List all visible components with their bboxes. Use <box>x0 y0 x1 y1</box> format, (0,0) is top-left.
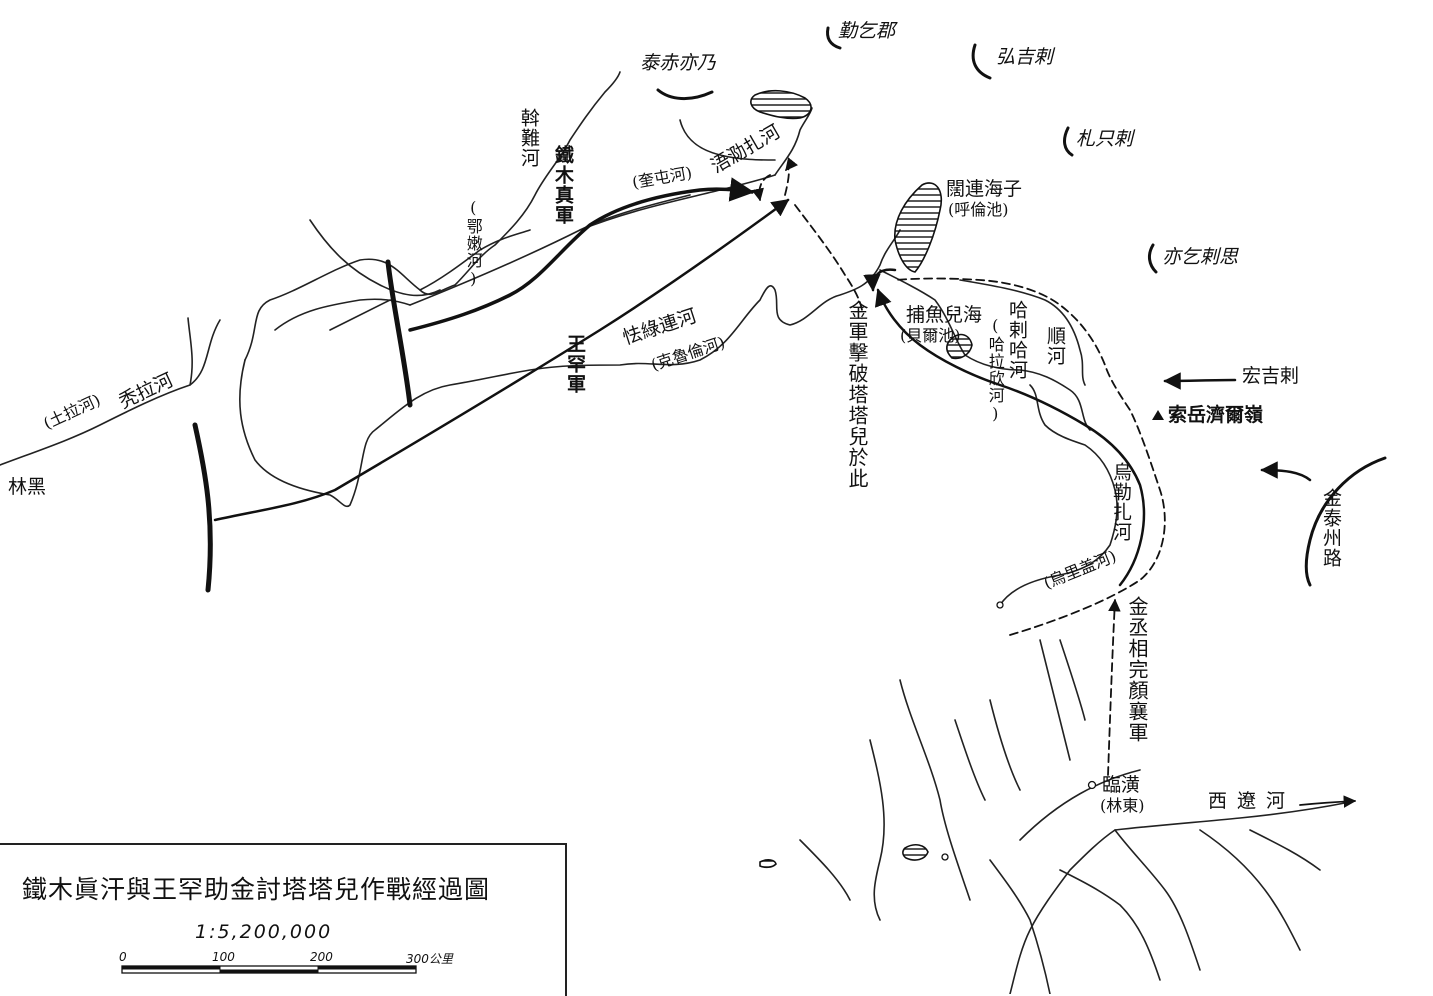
wang-khan-front-line <box>192 422 213 593</box>
south-lake-small <box>759 859 777 869</box>
south-river-7 <box>1249 829 1321 871</box>
kerulen-branch-2 <box>274 298 411 331</box>
kerulen-basin-outline <box>239 229 901 508</box>
label-linhuang: 臨潢 <box>1102 774 1141 796</box>
wang-khan-route <box>213 198 790 522</box>
kerulen-branch-3 <box>329 299 391 331</box>
label-linhuang-paren: (林東) <box>1100 796 1145 815</box>
onon-branch <box>419 229 531 291</box>
tribe-arc-hongjila <box>971 43 992 80</box>
label-heilin: 林黑 <box>8 476 47 498</box>
scale-bar <box>121 965 417 974</box>
linhuang-marker <box>1087 780 1097 790</box>
west-river-g <box>799 839 851 901</box>
label-hongjila-arrow: 宏吉剌 <box>1242 365 1300 387</box>
label-ulz-river: 烏勒扎河 <box>1109 462 1132 542</box>
wanyan-route <box>1107 598 1121 776</box>
south-river-3 <box>1059 869 1161 981</box>
label-yiqilisi: 亦乞剌思 <box>1162 246 1239 268</box>
north-lake <box>750 89 812 120</box>
label-buir-paren: (貝爾池) <box>900 326 961 345</box>
west-river-a <box>899 679 971 901</box>
liao-river-line <box>1114 801 1351 831</box>
ulz-river-line <box>999 384 1118 606</box>
label-halaha-river: 哈剌哈河 <box>1005 300 1028 380</box>
buir-lake <box>946 333 973 360</box>
kerulen-upper-branch <box>309 219 441 297</box>
jin-taizhou-arrow <box>1260 461 1312 482</box>
south-river-1 <box>1009 829 1116 994</box>
label-jin-taizhou: 金泰州路 <box>1319 488 1342 568</box>
kuiten-lower-branch <box>579 194 691 231</box>
scale-tick-100: 100 <box>212 950 235 964</box>
tribe-arc-zhalaier <box>1063 126 1074 157</box>
map-title: 鐵木眞汗與王罕助金討塔塔兒作戰經過圖 <box>22 875 491 904</box>
label-hongjila: 弘吉剌 <box>996 46 1054 68</box>
label-kulun-paren: (呼倫池) <box>948 200 1009 219</box>
jin-route-dashed <box>784 157 799 196</box>
tula-tributary-line <box>187 317 193 386</box>
label-suoyuelji: 索岳濟爾嶺 <box>1168 404 1264 426</box>
west-river-c <box>989 699 1021 791</box>
zhabo-branch <box>679 119 776 161</box>
ulz-source-marker <box>996 601 1004 609</box>
south-point-marker <box>941 853 949 861</box>
scale-tick-300: 300公里 <box>406 952 453 966</box>
halaha-river-line <box>879 269 1091 431</box>
south-river-5 <box>1019 769 1141 841</box>
label-qilejia: 勤乞郡 <box>838 20 896 42</box>
label-onon-river: 斡難河 <box>517 108 540 168</box>
scale-tick-200: 200 <box>310 950 333 964</box>
kerulen-river-line <box>244 258 456 361</box>
tribe-arc-taichiut <box>656 88 714 100</box>
west-river-b <box>954 719 986 801</box>
label-liao-river: 西遼河 <box>1208 790 1296 812</box>
hongjila-arrow <box>1163 372 1237 390</box>
shun-river-line <box>959 279 1086 386</box>
label-jin-defeat: 金軍擊破塔塔兒於此 <box>845 300 869 489</box>
label-onon-paren: (鄂嫩河) <box>463 198 483 289</box>
tribe-arc-yiqilisi <box>1147 243 1158 274</box>
south-river-6 <box>1199 829 1301 951</box>
tula-river-line <box>0 319 221 466</box>
temujin-return <box>751 174 771 202</box>
west-river-f <box>869 739 885 921</box>
temujin-front-line <box>385 259 413 408</box>
south-river-4 <box>989 859 1051 994</box>
south-lake <box>902 843 929 861</box>
label-wang-khan-army: 王罕軍 <box>563 334 586 394</box>
label-halaha-paren: (哈拉欣河) <box>985 316 1005 424</box>
tribe-arc-qilejia <box>826 26 842 50</box>
label-temujin-army: 鐵木真軍 <box>551 145 574 225</box>
tatar-retreat-dashed <box>794 204 863 311</box>
scale-ratio: 1:5,200,000 <box>195 921 333 943</box>
scale-tick-0: 0 <box>119 950 127 964</box>
onon-river-line <box>454 71 621 286</box>
tatar-turn-arrow <box>863 268 897 292</box>
west-river-e <box>1059 639 1086 721</box>
label-zhalaier: 札只剌 <box>1076 128 1134 150</box>
zhabo-river-line <box>774 107 813 176</box>
label-wanyan-army: 金丞相完顏襄軍 <box>1125 596 1149 743</box>
label-shun-river: 順河 <box>1043 326 1066 366</box>
label-taichiut: 泰赤亦乃 <box>640 52 717 74</box>
label-kulun-lake: 闊連海子 <box>946 178 1023 200</box>
liao-outflow-arrow <box>1299 795 1357 808</box>
west-river-d <box>1039 639 1071 761</box>
mountain-marker <box>1152 410 1164 420</box>
jin-main-route <box>874 288 1146 587</box>
map-legend: 鐵木眞汗與王罕助金討塔塔兒作戰經過圖 1:5,200,000 0 100 200… <box>0 843 567 996</box>
kulun-lake <box>894 182 942 273</box>
jin-taizhou-arc <box>1304 456 1387 587</box>
south-river-2 <box>1114 829 1201 971</box>
label-buir-lake: 捕魚兒海 <box>906 304 983 326</box>
jin-front-dashed <box>894 277 1166 636</box>
temujin-route <box>408 177 755 332</box>
